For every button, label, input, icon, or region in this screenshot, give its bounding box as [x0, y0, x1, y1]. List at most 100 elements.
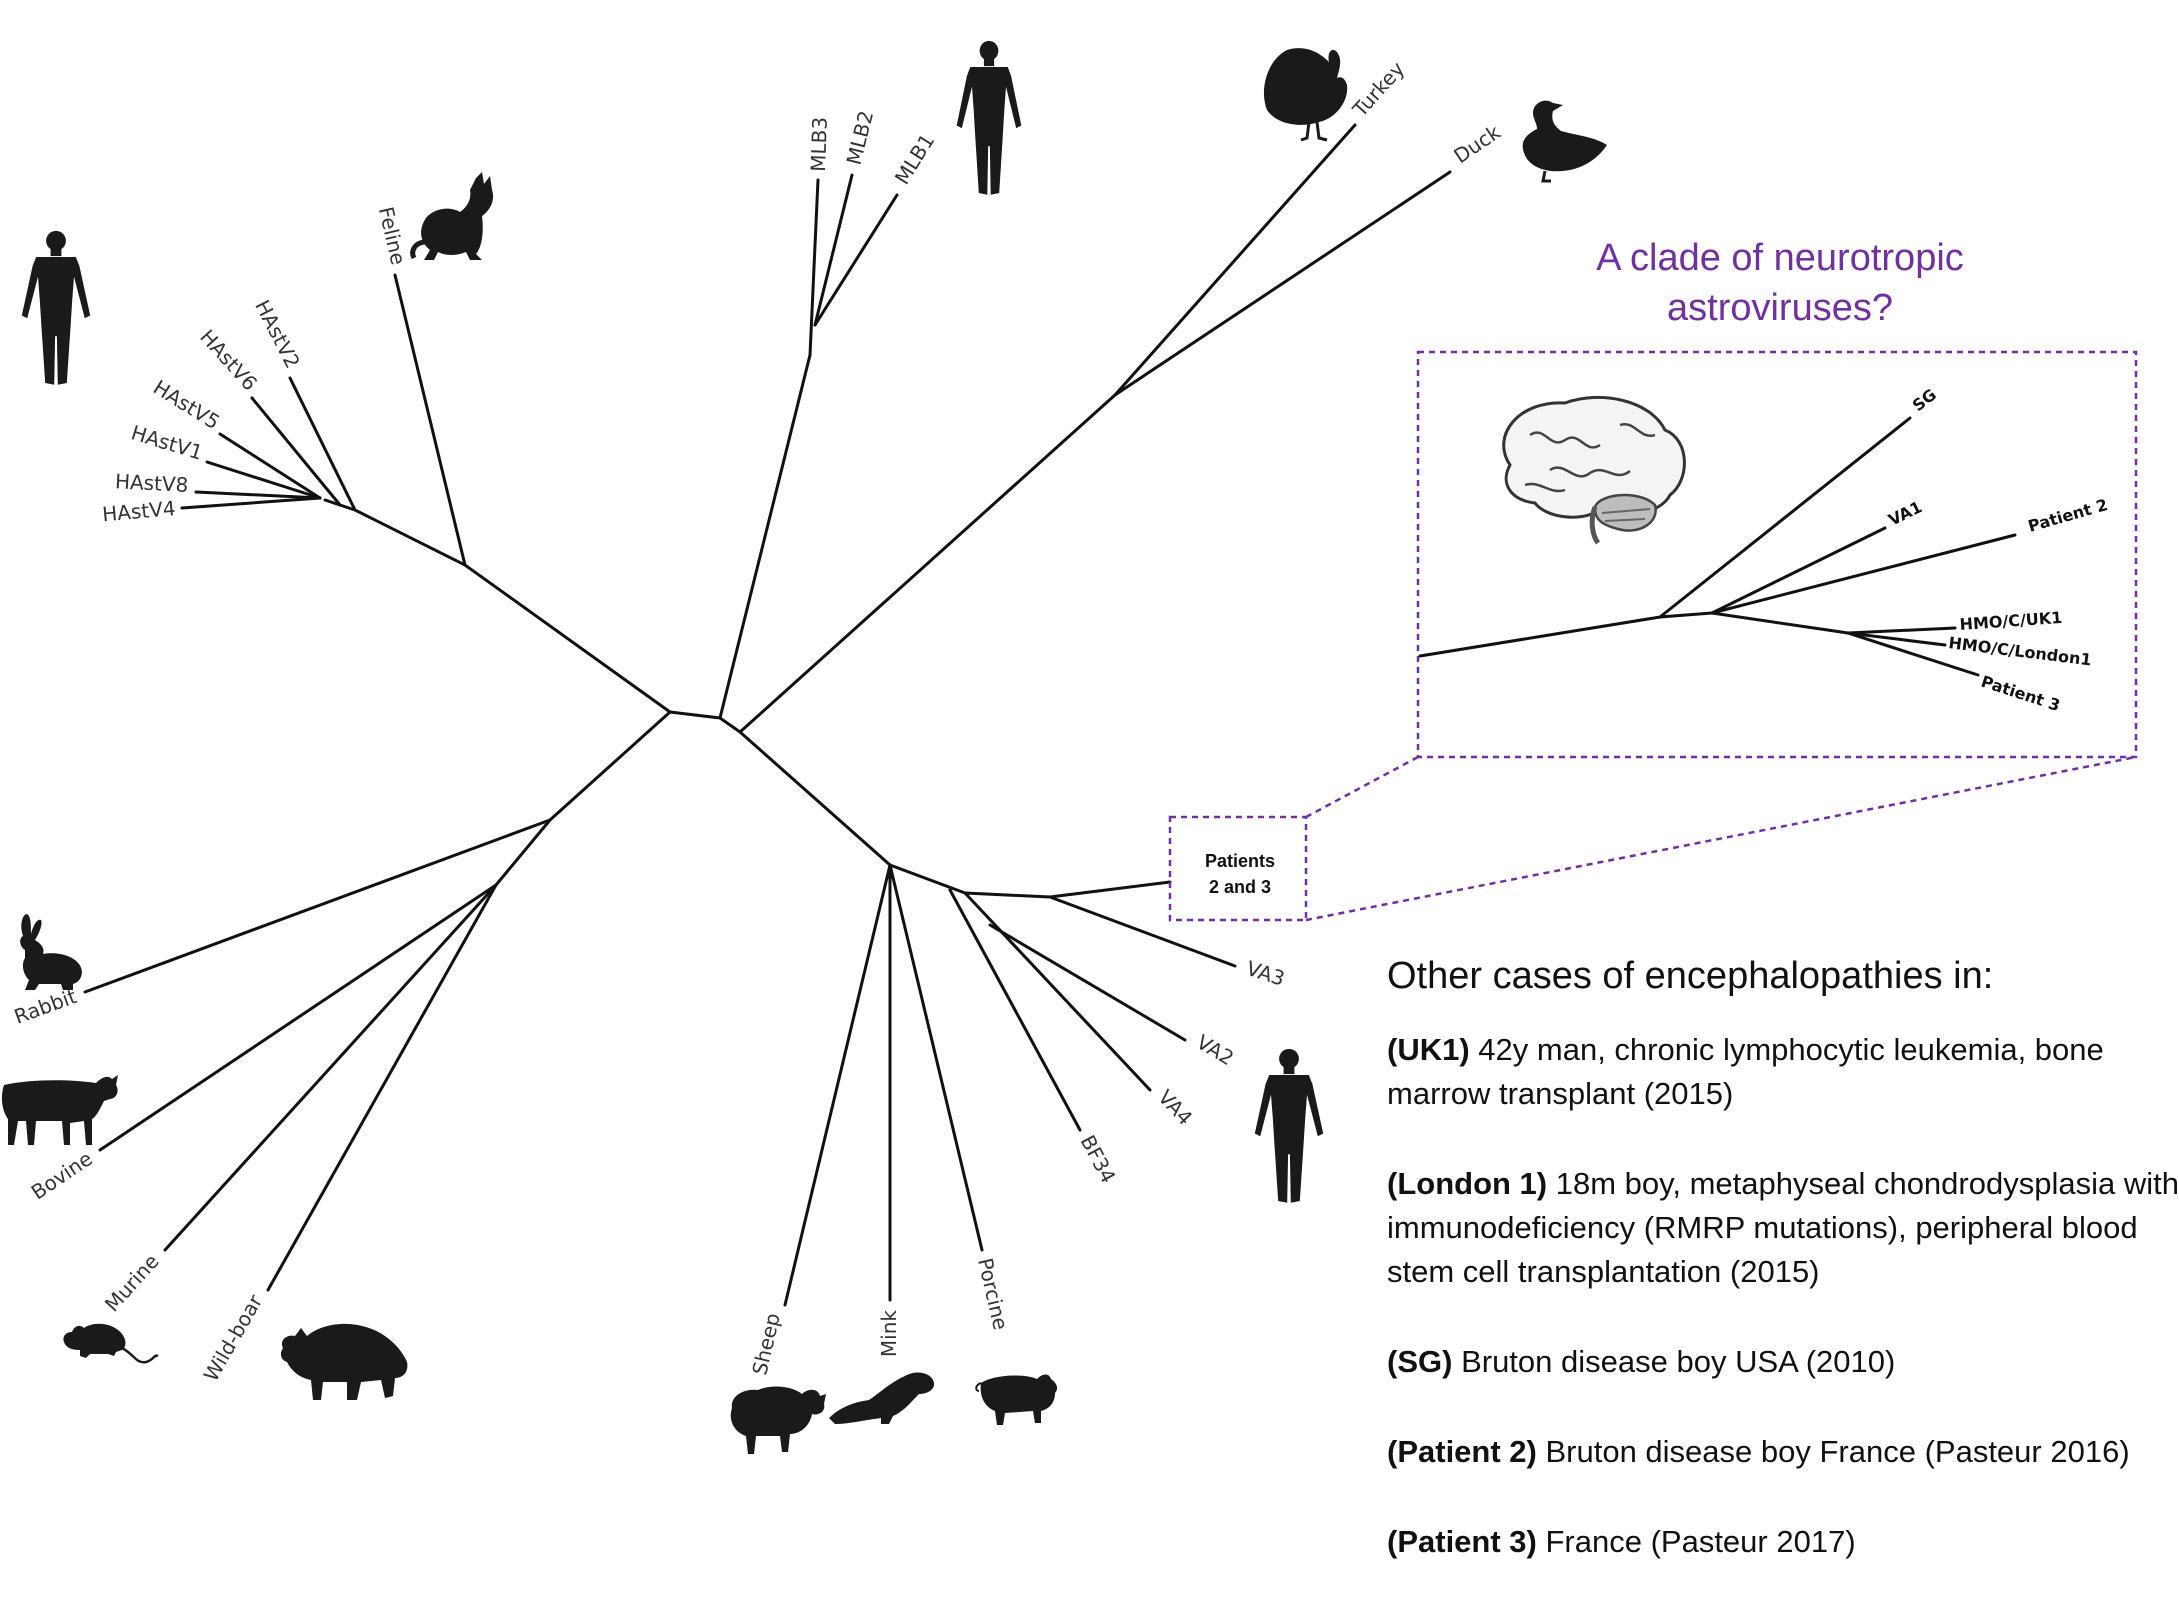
phylogenetic-tree-figure: HAstV2 HAstV6 HAstV5 HAstV1 HAstV8 HAstV… — [1, 40, 2138, 1454]
clade-branch-patient3 — [1846, 631, 1980, 677]
clade-branch-hmo-stem — [1710, 611, 1850, 635]
patients-box — [1168, 815, 1308, 922]
case-text: 18m boy, metaphyseal chondrodysplasia wi… — [1555, 1166, 2179, 1201]
case-key: (Patient 3) — [1387, 1524, 1537, 1559]
branch-bf34 — [948, 888, 1082, 1132]
branch-murine — [163, 883, 498, 1252]
branch-rabbit — [83, 818, 552, 994]
patients-callout: Patients 2 and 3 — [1168, 755, 2137, 922]
clade-label-va1: VA1 — [1885, 497, 1925, 529]
branch-va4 — [963, 891, 1152, 1092]
branch-root-right — [718, 716, 742, 734]
branch-bird-stem — [738, 393, 1117, 734]
pig-icon — [975, 1374, 1058, 1425]
clade-label-london1: HMO/C/London1 — [1948, 633, 2093, 669]
case-uk1: (UK1) 42y man, chronic lymphocytic leuke… — [1387, 1028, 2147, 1116]
duck-icon — [1522, 100, 1607, 183]
leaf-label-hastv6: HAstV6 — [195, 325, 262, 396]
branch-va2-stem — [963, 891, 1052, 899]
leaf-label-hastv5: HAstV5 — [149, 375, 224, 434]
leaf-label-feline: Feline — [374, 204, 411, 267]
branch-left-lower — [548, 710, 672, 822]
branch-hastv-clade — [353, 508, 672, 714]
clade-branch-root — [1418, 611, 1714, 658]
leaf-label-va3: VA3 — [1243, 956, 1287, 991]
case-sg: (SG) Bruton disease boy USA (2010) — [1387, 1340, 2147, 1384]
leaf-label-hastv1: HAstV1 — [128, 420, 205, 464]
clade-branch-london1 — [1846, 631, 1947, 647]
case-text: Bruton disease boy France (Pasteur 2016) — [1545, 1434, 2130, 1469]
human-icon — [21, 230, 91, 385]
branch-hastv6 — [250, 396, 342, 507]
leaf-label-va4: VA4 — [1153, 1085, 1197, 1130]
case-key: (Patient 2) — [1387, 1434, 1537, 1469]
leaf-label-mink: Mink — [877, 1310, 901, 1357]
human-icon — [956, 40, 1022, 195]
clade-branch-uk1 — [1846, 626, 1957, 635]
cow-icon — [1, 1075, 119, 1145]
branch-hastv1 — [205, 460, 322, 500]
case-text: marrow transplant (2015) — [1387, 1076, 1734, 1111]
branch-root-left — [668, 710, 722, 720]
clade-branch-sg — [1658, 416, 1912, 619]
patients-box-label-line1: Patients — [1205, 851, 1275, 871]
case-patient3: (Patient 3) France (Pasteur 2017) — [1387, 1520, 2147, 1564]
leaf-label-duck: Duck — [1449, 120, 1505, 168]
case-text: Bruton disease boy USA (2010) — [1461, 1344, 1896, 1379]
zoom-connector-top — [1305, 755, 1419, 819]
cat-icon — [410, 172, 494, 260]
leaf-label-va2: VA2 — [1192, 1030, 1238, 1071]
clade-label-patient2: Patient 2 — [2026, 495, 2110, 536]
branch-va3 — [1048, 895, 1237, 968]
tree-branches — [83, 123, 1452, 1307]
leaf-label-sheep: Sheep — [747, 1311, 784, 1377]
branch-right-lower — [738, 730, 892, 867]
case-key: (UK1) — [1387, 1032, 1470, 1067]
branch-hastv2 — [288, 376, 357, 512]
cases-panel: Other cases of encephalopathies in: (UK1… — [1387, 955, 2179, 1610]
turkey-icon — [1263, 48, 1348, 142]
branch-porcine — [888, 863, 984, 1252]
branch-mlb-stem — [718, 353, 812, 720]
leaf-label-hastv8: HAstV8 — [114, 469, 189, 497]
cases-heading: Other cases of encephalopathies in: — [1387, 955, 1994, 997]
branch-va2 — [988, 923, 1187, 1042]
brain-icon — [1502, 396, 1686, 545]
branch-hastv5 — [218, 432, 322, 500]
leaf-label-bovine: Bovine — [27, 1146, 97, 1204]
leaf-label-porcine: Porcine — [973, 1256, 1013, 1332]
case-text: stem cell transplantation (2015) — [1387, 1254, 1820, 1289]
branch-mlb3 — [808, 178, 820, 357]
branch-duck — [1113, 170, 1452, 397]
branch-sheep — [783, 863, 892, 1307]
leaf-label-rabbit: Rabbit — [11, 984, 80, 1029]
sheep-icon — [730, 1386, 826, 1454]
branch-hastv8 — [194, 490, 322, 500]
leaf-label-wildboar: Wild-boar — [199, 1290, 268, 1386]
leaf-label-mlb3: MLB3 — [806, 117, 832, 173]
branch-mlb2 — [813, 173, 854, 327]
branch-mlb1 — [813, 193, 899, 327]
clade-label-patient3: Patient 3 — [1979, 672, 2063, 715]
mouse-icon — [63, 1323, 159, 1364]
leaf-label-hastv2: HAstV2 — [250, 296, 305, 372]
clade-label-sg: SG — [1909, 385, 1940, 415]
leaf-label-turkey: Turkey — [1347, 57, 1409, 122]
case-london1: (London 1) 18m boy, metaphyseal chondrod… — [1387, 1162, 2179, 1294]
case-patient2: (Patient 2) Bruton disease boy France (P… — [1387, 1430, 2147, 1474]
branch-hastv4 — [180, 496, 322, 510]
branch-wildboar — [266, 883, 498, 1292]
leaf-label-hastv4: HAstV4 — [101, 496, 176, 526]
case-key: (SG) — [1387, 1344, 1453, 1379]
branch-turkey — [1113, 123, 1357, 397]
branch-feline — [393, 273, 467, 567]
boar-icon — [280, 1323, 408, 1400]
zoom-connector-bottom — [1305, 755, 2137, 922]
rabbit-icon — [20, 914, 82, 990]
branch-patients — [1048, 880, 1172, 899]
clade-branch-va1 — [1710, 526, 1887, 615]
branch-va-stem — [888, 863, 967, 895]
leaf-label-bf34: BF34 — [1076, 1131, 1121, 1187]
leaf-label-mlb2: MLB2 — [842, 108, 879, 167]
case-text: immunodeficiency (RMRP mutations), perip… — [1387, 1210, 2138, 1245]
